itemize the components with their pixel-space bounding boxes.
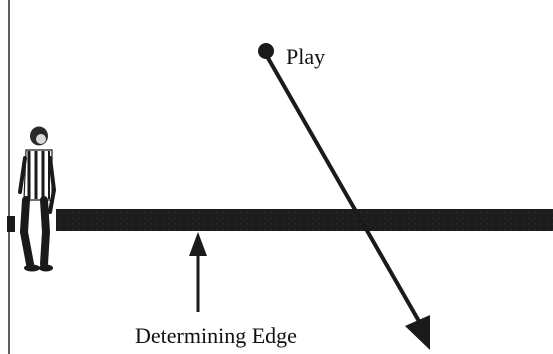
official-icon — [20, 127, 54, 272]
determining-edge-bar — [56, 209, 553, 231]
determining-edge-label: Determining Edge — [135, 323, 297, 348]
edge-pointer-arrowhead-icon — [189, 232, 207, 256]
play-trajectory-line — [268, 58, 424, 330]
left-boundary-notch — [7, 216, 15, 232]
play-label: Play — [286, 44, 325, 69]
play-dot-icon — [258, 43, 274, 59]
